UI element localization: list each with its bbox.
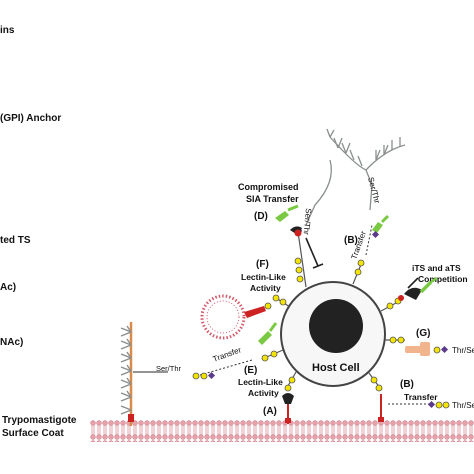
its-ats-label: iTS and aTS <box>412 263 461 273</box>
inhibition-arrow-d <box>305 237 319 267</box>
activity-a-label: Activity <box>248 388 279 398</box>
thr-ser-g-label: Thr/Se <box>452 346 474 355</box>
glycan-chain-g <box>389 336 405 344</box>
host-cell <box>280 281 386 387</box>
host-nucleus <box>309 299 363 353</box>
transfer-arrow-e <box>199 359 253 376</box>
sia-transfer-label: SIA Transfer <box>246 194 299 204</box>
ts-enzyme-a <box>282 393 294 424</box>
transfer-arrow-b-top <box>365 224 373 256</box>
glycan-chain-b-top <box>354 259 365 276</box>
label-a: (A) <box>263 406 277 417</box>
e-glycan <box>192 371 216 380</box>
label-e: (E) <box>244 365 257 376</box>
b-bottom-glycan <box>427 400 450 409</box>
ts-enzyme-d <box>275 204 302 237</box>
compromised-label: Compromised <box>238 182 299 192</box>
ts-enzyme-b-bottom <box>378 394 384 422</box>
plasma-membrane <box>90 420 474 442</box>
label-b-bottom: (B) <box>400 379 414 390</box>
legend-item-2: (GPI) Anchor <box>0 113 61 124</box>
vesicle <box>200 294 246 340</box>
ser-thr-e-label: Ser/Thr <box>156 364 182 373</box>
label-d: (D) <box>254 211 268 222</box>
surface-coat-label: Surface Coat <box>2 428 64 439</box>
legend-item-1: ins <box>0 25 15 36</box>
glycan-chain-a <box>284 376 296 392</box>
trypomastigote-label: Trypomastigote <box>2 415 77 426</box>
inhibition-bar-d <box>312 263 324 269</box>
legend-item-4: Ac) <box>0 282 16 293</box>
thr-ser-b-label: Thr/Se <box>452 401 474 410</box>
top-branched-glycans <box>305 128 406 226</box>
ts-enzyme-e <box>258 322 278 345</box>
glycan-chain-its <box>386 297 402 310</box>
glycan-chain-f <box>272 294 287 306</box>
glycan-chain-b-bottom <box>370 376 383 392</box>
glycan-chain-e <box>261 350 278 362</box>
label-b-top: (B) <box>344 235 358 246</box>
host-cell-label: Host Cell <box>312 362 360 374</box>
mucin-stalk <box>120 322 134 426</box>
legend-item-3: ted TS <box>0 235 31 246</box>
ts-enzyme-its <box>398 276 438 301</box>
ser-thr-left-label: Ser/Thr <box>302 208 313 236</box>
g-complex <box>405 342 449 356</box>
lectin-like-f-label: Lectin-Like <box>241 272 286 282</box>
label-g: (G) <box>416 328 430 339</box>
ts-enzyme-f <box>244 302 272 318</box>
ser-thr-right-label: Ser/Thr <box>366 176 382 204</box>
transfer-e-label: Transfer <box>212 345 243 364</box>
label-f: (F) <box>256 259 269 270</box>
ts-enzyme-b-top <box>371 214 390 239</box>
activity-f-label: Activity <box>250 283 281 293</box>
transfer-b-bottom-label: Transfer <box>404 392 438 402</box>
legend-item-5: NAc) <box>0 337 23 348</box>
competition-label: Competition <box>418 274 468 284</box>
lectin-like-a-label: Lectin-Like <box>238 377 283 387</box>
